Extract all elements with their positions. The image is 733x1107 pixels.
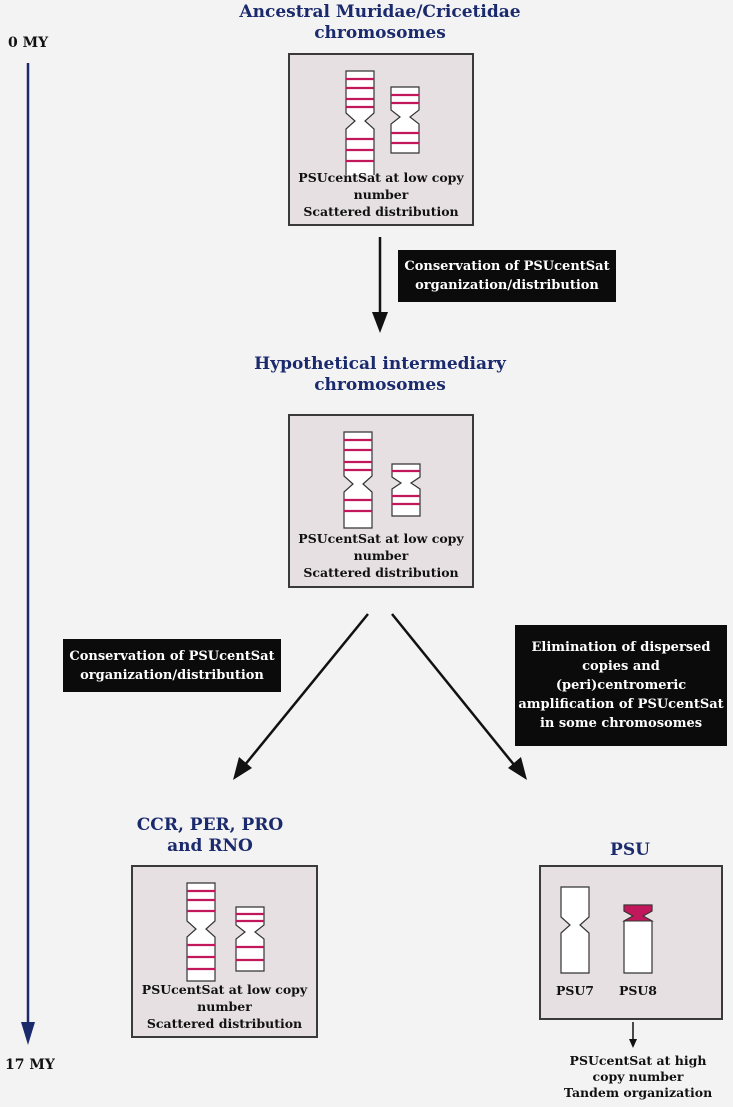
callout-left-line1: Conservation of PSUcentSat: [69, 648, 275, 664]
ancestral-caption-line1: PSUcentSat at low copy: [298, 170, 464, 185]
callout-right-line5: in some chromosomes: [539, 716, 703, 731]
callout-right-line1: Elimination of dispersed: [531, 640, 711, 655]
psu8-note-line1: PSUcentSat at high: [569, 1053, 707, 1068]
callout-top: Conservation of PSUcentSat organization/…: [398, 250, 616, 302]
chromosome-short: [235, 906, 265, 972]
callout-right-line3: (peri)centromeric: [555, 678, 687, 693]
intermediary-title-line1: Hypothetical intermediary: [254, 354, 506, 374]
callout-right-line4: amplification of PSUcentSat: [518, 697, 724, 712]
psu-chromosomes: [560, 886, 654, 974]
ancestral-title-line1: Ancestral Muridae/Cricetidae: [239, 2, 521, 22]
ccr-caption-line3: Scattered distribution: [146, 1016, 303, 1031]
callout-top-line2: organization/distribution: [415, 278, 599, 293]
ccr-box: PSUcentSat at low copy number Scattered …: [131, 865, 318, 1038]
arrowhead-right: [508, 757, 527, 780]
callout-right-line2: copies and: [582, 659, 660, 674]
ccr-caption-line2: number: [197, 999, 252, 1014]
callout-left: Conservation of PSUcentSat organization/…: [63, 639, 281, 692]
intermediary-caption-line2: number: [353, 548, 409, 563]
psu8-centromeric-band: [622, 904, 654, 922]
ccr-chromosomes: [186, 882, 265, 982]
intermediary-caption-line3: Scattered distribution: [303, 565, 459, 580]
intermediary-caption-line1: PSUcentSat at low copy: [298, 531, 464, 546]
psu-title: PSU: [610, 840, 650, 860]
chromosome-long: [186, 882, 216, 982]
arrowhead-psu8: [629, 1039, 637, 1048]
ccr-title-line1: CCR, PER, PRO: [136, 815, 284, 835]
intermediary-caption: PSUcentSat at low copy number Scattered …: [290, 530, 472, 581]
arrowhead-left: [233, 757, 252, 780]
timeline-end-label: 17 MY: [5, 1057, 55, 1073]
intermediary-title-line2: chromosomes: [314, 375, 446, 395]
psu8-label: PSU8: [618, 983, 658, 998]
ancestral-caption: PSUcentSat at low copy number Scattered …: [290, 169, 472, 220]
ancestral-caption-line2: number: [353, 187, 409, 202]
chromosome-long: [345, 70, 375, 175]
ancestral-caption-line3: Scattered distribution: [303, 204, 459, 219]
psu8-note-line3: Tandem organization: [563, 1085, 713, 1100]
arrow-intermediary-to-psu: [391, 613, 516, 767]
psu-box: PSU7 PSU8: [539, 865, 723, 1020]
ccr-caption: PSUcentSat at low copy number Scattered …: [133, 981, 316, 1032]
arrowhead-top: [372, 312, 388, 333]
callout-right: Elimination of dispersed copies and (per…: [515, 625, 727, 746]
ccr-caption-line1: PSUcentSat at low copy: [141, 982, 308, 997]
psu8-note: PSUcentSat at high copy number Tandem or…: [548, 1053, 728, 1101]
psu8-note-line2: copy number: [592, 1069, 684, 1084]
intermediary-box: PSUcentSat at low copy number Scattered …: [288, 414, 474, 588]
ccr-title: CCR, PER, PRO and RNO: [110, 815, 310, 857]
ancestral-box: PSUcentSat at low copy number Scattered …: [288, 53, 474, 226]
arrow-intermediary-to-ccr: [243, 613, 369, 767]
ancestral-title: Ancestral Muridae/Cricetidae chromosomes: [210, 2, 550, 44]
psu7-label: PSU7: [555, 983, 595, 998]
ccr-title-line2: and RNO: [167, 836, 253, 856]
ancestral-chromosomes: [345, 70, 420, 175]
intermediary-title: Hypothetical intermediary chromosomes: [230, 354, 530, 396]
intermediary-chromosomes: [343, 431, 421, 529]
callout-left-line2: organization/distribution: [80, 667, 264, 683]
chromosome-psu7: [560, 886, 590, 974]
ancestral-title-line2: chromosomes: [314, 23, 446, 43]
timeline-arrowhead: [21, 1022, 35, 1045]
timeline-start-label: 0 MY: [8, 35, 49, 51]
chromosome-long: [343, 431, 373, 529]
callout-top-line1: Conservation of PSUcentSat: [404, 259, 610, 274]
